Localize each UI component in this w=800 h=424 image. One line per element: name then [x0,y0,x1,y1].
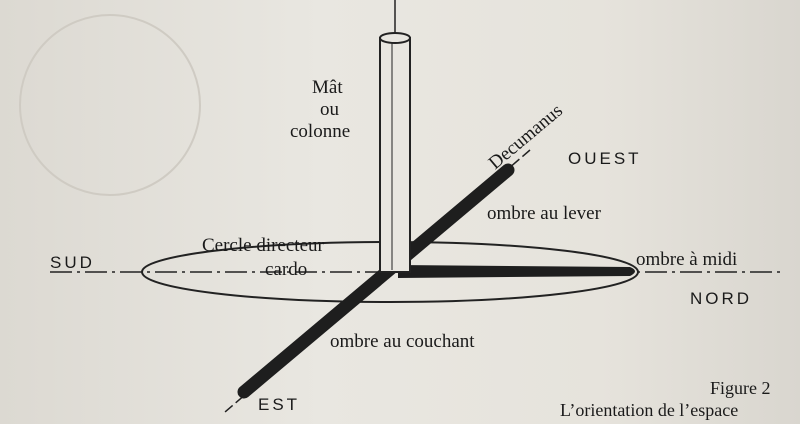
mast-column [379,37,411,273]
noon-shadow [398,265,635,278]
ouest-label: OUEST [568,149,642,168]
mast-label-2: ou [320,99,340,120]
ombre-couchant-label: ombre au couchant [330,331,475,352]
sud-label: SUD [50,253,95,272]
ombre-lever-label: ombre au lever [487,203,602,224]
bleed-through-circle [19,14,201,196]
figure-number: Figure 2 [710,378,771,398]
mast-label-3: colonne [290,121,350,142]
cardo-label: cardo [265,259,307,280]
mast-label-1: Mât [312,77,343,98]
cercle-directeur-label: Cercle directeur [202,235,325,256]
decumanus-label: Decumanus [485,100,567,174]
figure-title: L’orientation de l’espace [560,400,738,420]
mast-top [379,32,411,44]
est-label: EST [258,395,300,414]
ombre-midi-label: ombre à midi [636,249,737,270]
nord-label: NORD [690,289,752,308]
decumanus-shadow [237,163,515,399]
